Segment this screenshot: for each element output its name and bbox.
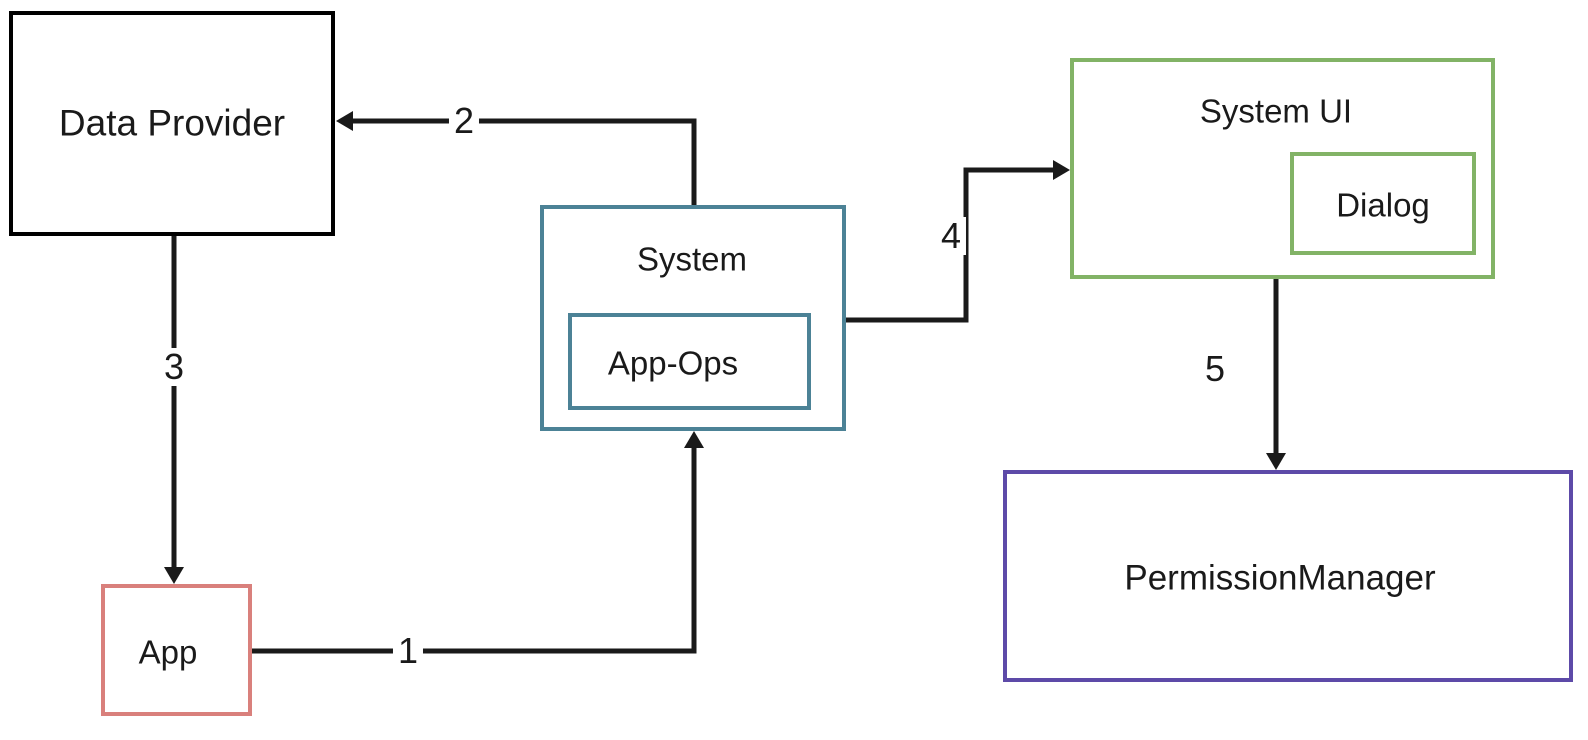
node-box-system[interactable]: [540, 205, 846, 431]
node-box-dialog[interactable]: [1290, 152, 1476, 255]
edge-line-2: [348, 118, 697, 205]
edge-arrowhead-4: [1053, 160, 1070, 180]
node-box-data-provider[interactable]: [9, 11, 335, 236]
edge-line-4: [846, 167, 1058, 323]
node-box-app-ops[interactable]: [568, 313, 811, 410]
edge-line-1: [252, 443, 697, 654]
edge-arrowhead-5: [1266, 453, 1286, 470]
edge-arrowhead-1: [684, 431, 704, 448]
node-box-permission-manager[interactable]: [1003, 470, 1573, 682]
node-box-app[interactable]: [101, 584, 252, 716]
edge-arrowhead-3: [164, 567, 184, 584]
node-box-system-ui[interactable]: [1070, 58, 1495, 279]
edge-arrowhead-2: [336, 111, 353, 131]
